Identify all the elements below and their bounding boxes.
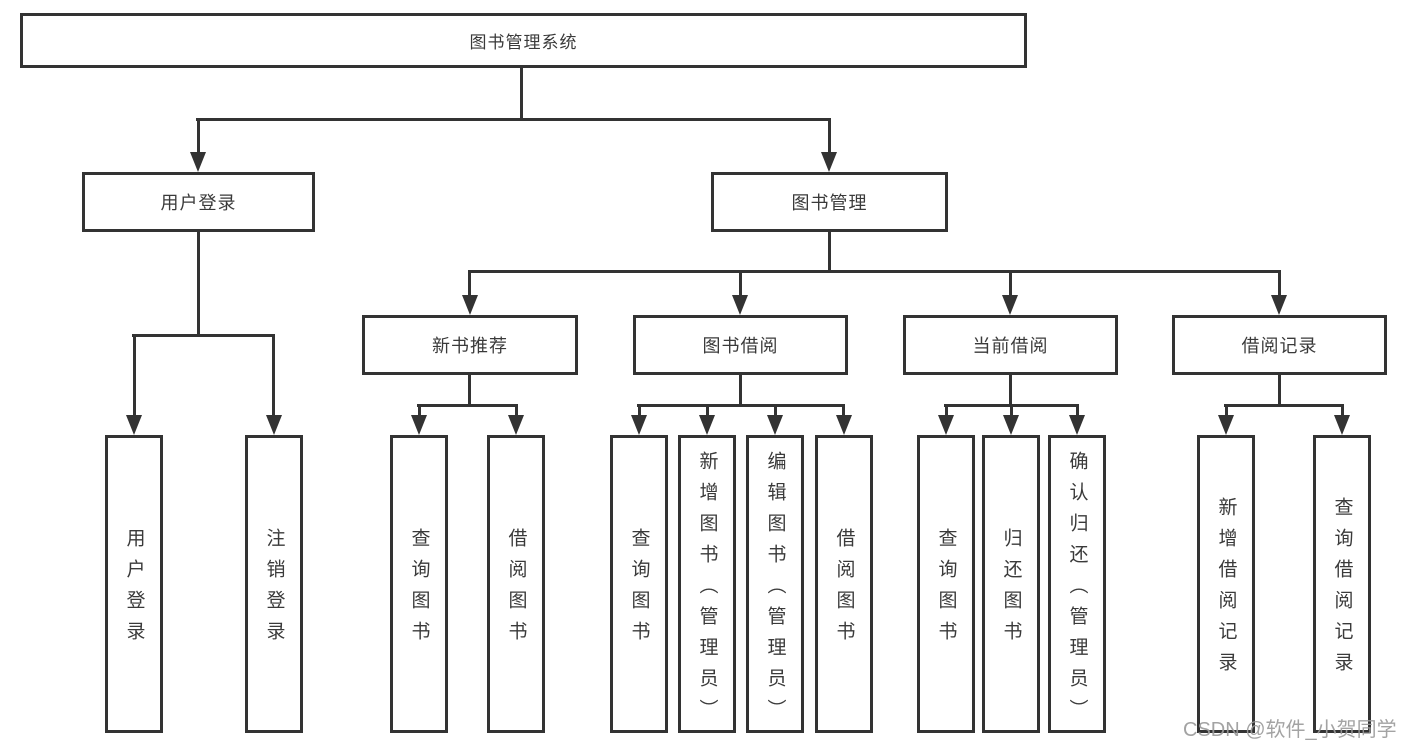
connector-line <box>468 270 471 297</box>
leaf-user-login: 用户登录 <box>105 435 163 733</box>
connector-line <box>196 118 831 121</box>
leaf-label: 查询图书 <box>935 528 957 652</box>
arrow-down-icon <box>462 295 478 315</box>
arrow-down-icon <box>190 152 206 172</box>
node-current-borrow: 当前借阅 <box>903 315 1118 375</box>
arrow-down-icon <box>1218 415 1234 435</box>
watermark-text: CSDN @软件_小贺同学 <box>1183 719 1397 741</box>
leaf-label: 归还图书 <box>1000 528 1022 652</box>
node-root-label: 图书管理系统 <box>469 33 578 52</box>
connector-line <box>842 404 845 418</box>
connector-line <box>418 404 421 418</box>
connector-line <box>468 270 1281 273</box>
connector-line <box>638 404 641 418</box>
connector-line <box>133 334 136 417</box>
arrow-down-icon <box>1271 295 1287 315</box>
connector-line <box>272 334 275 417</box>
node-label: 图书管理 <box>791 193 868 213</box>
connector-line <box>468 375 471 406</box>
leaf-label: 查询图书 <box>408 528 430 652</box>
connector-line <box>706 404 709 418</box>
leaf-label: 编辑图书（管理员） <box>764 450 786 730</box>
node-label: 图书借阅 <box>702 336 779 356</box>
connector-line <box>1009 375 1012 406</box>
arrow-down-icon <box>1002 295 1018 315</box>
connector-line <box>1278 375 1281 406</box>
connector-line <box>1224 404 1343 407</box>
leaf-label: 新增图书（管理员） <box>696 450 718 730</box>
connector-line <box>515 404 518 418</box>
leaf-query-book-borrow: 查询图书 <box>610 435 668 733</box>
leaf-edit-book-admin: 编辑图书（管理员） <box>746 435 804 733</box>
arrow-down-icon <box>699 415 715 435</box>
connector-line <box>520 68 523 119</box>
connector-line <box>1341 404 1344 418</box>
node-label: 借阅记录 <box>1241 336 1318 356</box>
leaf-label: 借阅图书 <box>833 528 855 652</box>
arrow-down-icon <box>1069 415 1085 435</box>
arrow-down-icon <box>126 415 142 435</box>
leaf-add-book-admin: 新增图书（管理员） <box>678 435 736 733</box>
connector-line <box>1009 270 1012 297</box>
node-book-management: 图书管理 <box>711 172 948 232</box>
leaf-query-book-current: 查询图书 <box>917 435 975 733</box>
leaf-label: 借阅图书 <box>505 528 527 652</box>
leaf-label: 查询借阅记录 <box>1331 497 1353 683</box>
node-label: 新书推荐 <box>432 336 508 356</box>
connector-line <box>197 118 200 154</box>
arrow-down-icon <box>1003 415 1019 435</box>
leaf-query-borrow-record: 查询借阅记录 <box>1313 435 1371 733</box>
connector-line <box>417 404 517 407</box>
connector-line <box>1076 404 1079 418</box>
connector-line <box>945 404 948 418</box>
leaf-logout: 注销登录 <box>245 435 303 733</box>
connector-line <box>774 404 777 418</box>
arrow-down-icon <box>508 415 524 435</box>
connector-line <box>739 270 742 297</box>
arrow-down-icon <box>938 415 954 435</box>
arrow-down-icon <box>732 295 748 315</box>
node-user-login: 用户登录 <box>82 172 315 232</box>
leaf-query-book-recommend: 查询图书 <box>390 435 448 733</box>
arrow-down-icon <box>836 415 852 435</box>
connector-line <box>1225 404 1228 418</box>
leaf-confirm-return-admin: 确认归还（管理员） <box>1048 435 1106 733</box>
connector-line <box>828 232 831 273</box>
leaf-add-borrow-record: 新增借阅记录 <box>1197 435 1255 733</box>
connector-line <box>1010 404 1013 418</box>
connector-line <box>828 118 831 154</box>
connector-line <box>197 232 200 336</box>
connector-line <box>637 404 845 407</box>
node-label: 当前借阅 <box>972 336 1049 356</box>
leaf-label: 新增借阅记录 <box>1215 497 1237 683</box>
connector-line <box>739 375 742 406</box>
node-new-book-recommend: 新书推荐 <box>362 315 578 375</box>
connector-line <box>132 334 275 337</box>
leaf-label: 注销登录 <box>263 528 285 652</box>
leaf-borrow-book: 借阅图书 <box>815 435 873 733</box>
connector-line <box>1278 270 1281 297</box>
node-label: 用户登录 <box>160 193 237 213</box>
node-book-borrow: 图书借阅 <box>633 315 848 375</box>
node-root: 图书管理系统 <box>20 13 1027 68</box>
arrow-down-icon <box>767 415 783 435</box>
arrow-down-icon <box>631 415 647 435</box>
leaf-label: 用户登录 <box>123 528 145 652</box>
node-borrow-record: 借阅记录 <box>1172 315 1387 375</box>
arrow-down-icon <box>411 415 427 435</box>
leaf-label: 确认归还（管理员） <box>1066 450 1088 730</box>
arrow-down-icon <box>266 415 282 435</box>
leaf-label: 查询图书 <box>628 528 650 652</box>
leaf-return-book: 归还图书 <box>982 435 1040 733</box>
leaf-borrow-book-recommend: 借阅图书 <box>487 435 545 733</box>
arrow-down-icon <box>1334 415 1350 435</box>
arrow-down-icon <box>821 152 837 172</box>
